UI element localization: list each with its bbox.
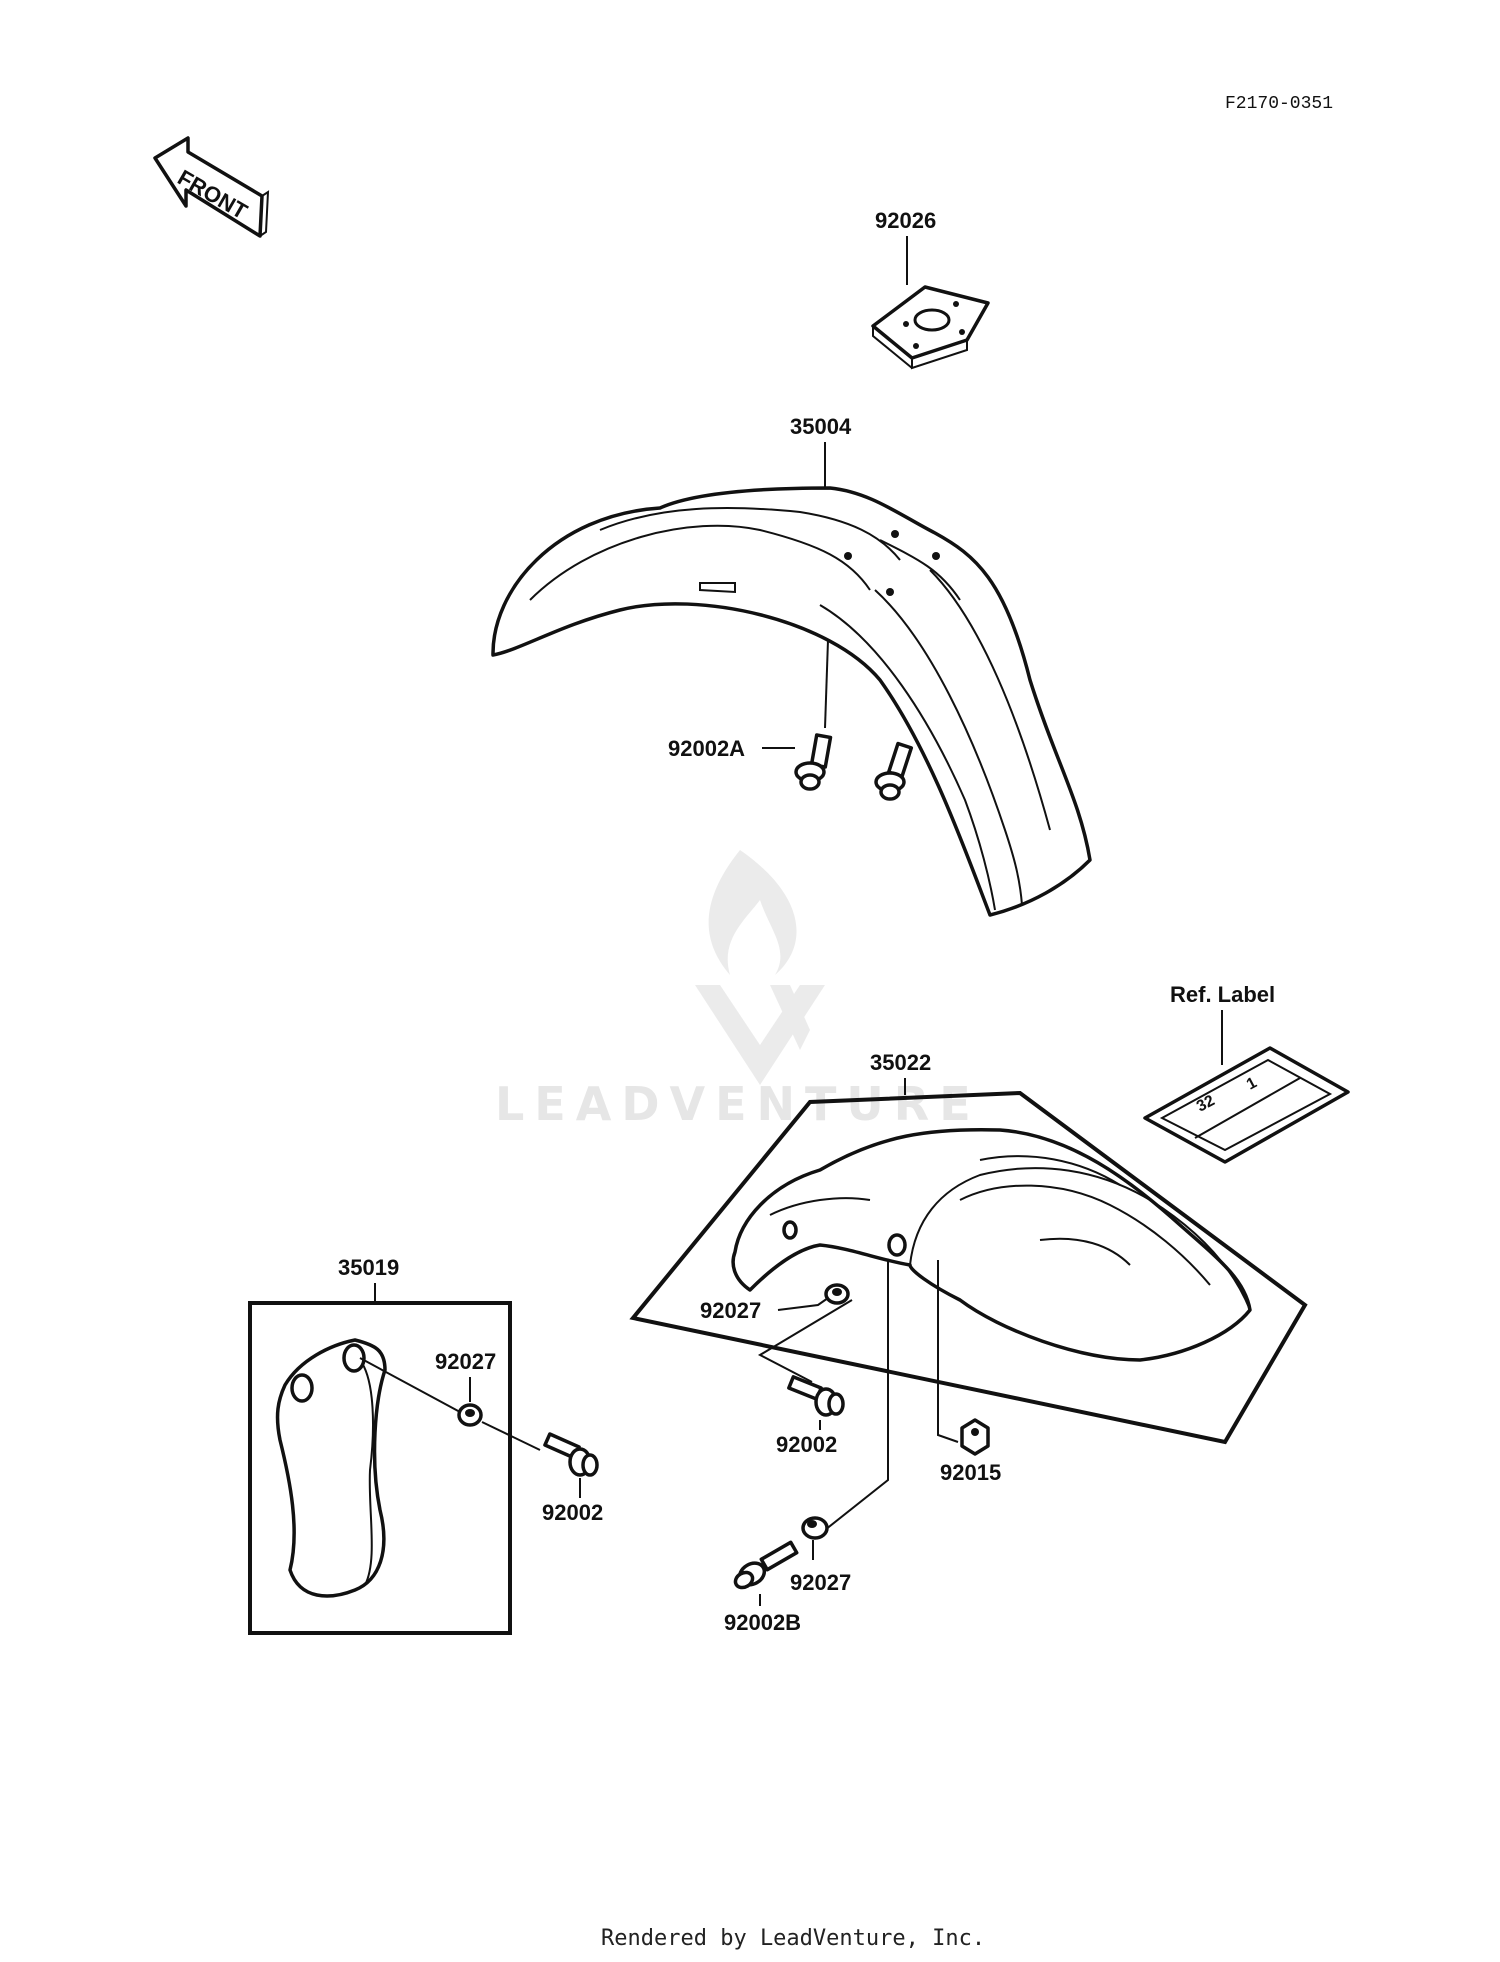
bolt-92002-left [543, 1432, 599, 1477]
label-ref-label: Ref. Label [1170, 982, 1275, 1007]
front-fender-35004 [491, 486, 1092, 917]
label-35004: 35004 [790, 414, 852, 439]
rear-fender-35022 [731, 1127, 1252, 1362]
sticker-number-a: 32 [1194, 1092, 1218, 1115]
kit-frame-35022 [629, 1090, 1308, 1445]
side-cover-35019 [275, 1338, 387, 1598]
label-35019: 35019 [338, 1255, 399, 1280]
flame-v-logo-icon [695, 850, 825, 1085]
bolt-92002-mid [787, 1375, 845, 1417]
figure-code: F2170-0351 [1225, 94, 1333, 114]
damper-block-92026 [871, 285, 990, 370]
footer-credit: Rendered by LeadVenture, Inc. [601, 1926, 985, 1951]
label-92015: 92015 [940, 1460, 1001, 1485]
label-92002A: 92002A [668, 736, 745, 761]
watermark-text: LEADVENTURE [495, 1077, 981, 1131]
washer-92027-low [801, 1516, 829, 1540]
bolt-92002B [733, 1540, 799, 1590]
label-92026: 92026 [875, 208, 936, 233]
kit-frame-35019 [248, 1301, 512, 1635]
watermark: LEADVENTURE [495, 850, 981, 1131]
label-92027-low: 92027 [790, 1570, 851, 1595]
front-arrow-icon: FRONT [153, 136, 270, 238]
washer-92027-mid [824, 1283, 850, 1305]
label-92002B: 92002B [724, 1610, 801, 1635]
label-92002-mid: 92002 [776, 1432, 837, 1457]
label-92002-left: 92002 [542, 1500, 603, 1525]
washer-92027-left [457, 1403, 483, 1427]
nut-92015 [960, 1418, 990, 1456]
label-92027-mid: 92027 [700, 1298, 761, 1323]
reference-label-sticker: 32 1 [1143, 1046, 1350, 1164]
label-92027-left: 92027 [435, 1349, 496, 1374]
bolt-92002A-right [874, 741, 914, 801]
bolt-92002A-left [794, 733, 833, 791]
label-35022: 35022 [870, 1050, 931, 1075]
